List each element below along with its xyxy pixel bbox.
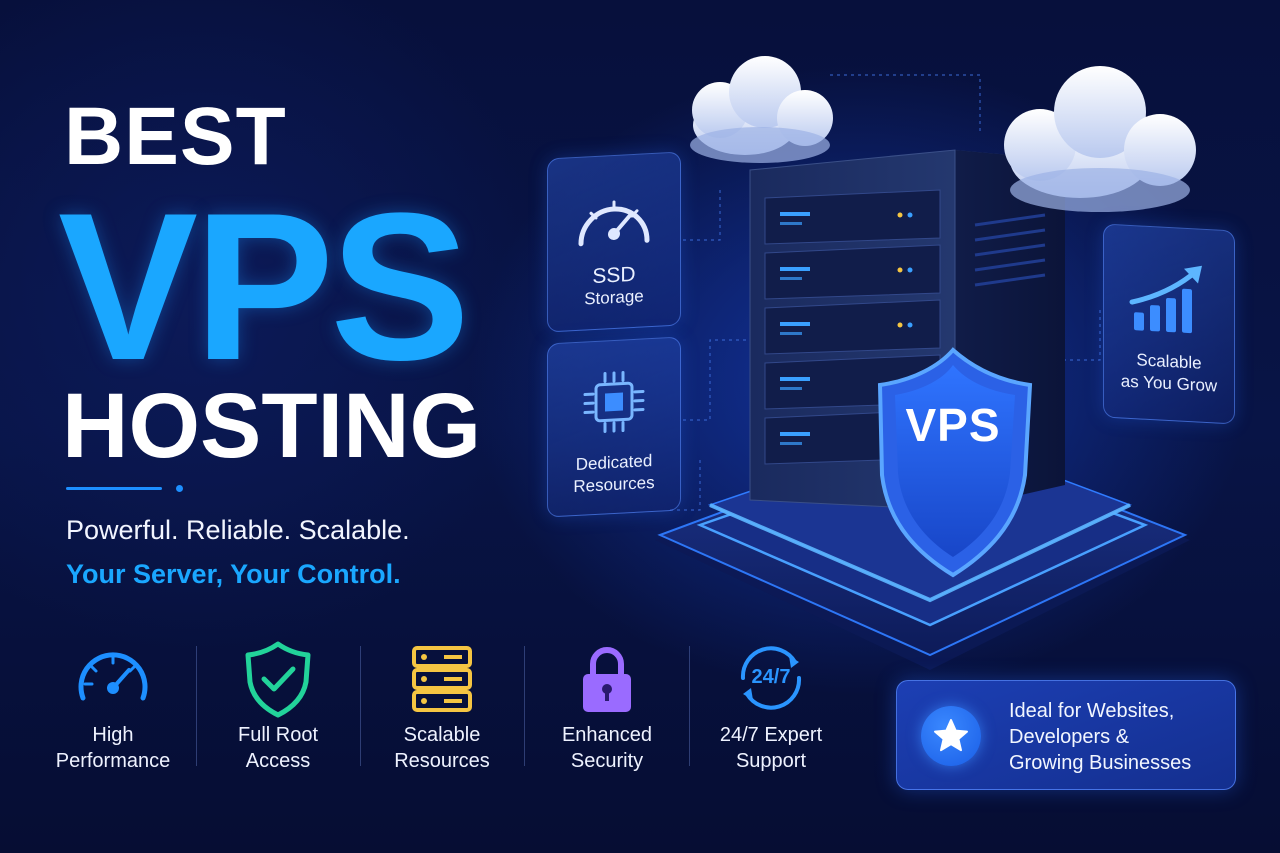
shield-check-icon bbox=[245, 641, 311, 718]
feature-security-line1: Enhanced bbox=[561, 724, 653, 746]
feature-root-line1: Full Root bbox=[237, 724, 319, 746]
headline-vps: VPS bbox=[58, 169, 470, 404]
feature-full-root-access: Full Root Access bbox=[198, 636, 358, 774]
feature-card-scalable: Scalable as You Grow bbox=[1103, 223, 1235, 425]
feature-high-performance-line1: High bbox=[92, 724, 134, 746]
growth-chart-icon bbox=[1129, 265, 1202, 334]
accent-divider-dot bbox=[176, 485, 183, 492]
padlock-icon bbox=[583, 647, 631, 712]
feature-scalable-line2: Resources bbox=[394, 750, 490, 772]
star-badge bbox=[921, 706, 981, 766]
tagline-primary: Powerful. Reliable. Scalable. bbox=[66, 515, 410, 545]
speedometer-icon bbox=[578, 200, 650, 247]
ideal-line1: Ideal for Websites, bbox=[1009, 700, 1175, 722]
feature-card-ssd-storage: SSD Storage bbox=[547, 151, 681, 333]
ideal-for-card: Ideal for Websites, Developers & Growing… bbox=[896, 680, 1236, 790]
headline-best: BEST bbox=[64, 91, 287, 182]
feature-security-line2: Security bbox=[570, 750, 644, 772]
cloud-right bbox=[1004, 66, 1196, 212]
tagline-secondary: Your Server, Your Control. bbox=[66, 559, 401, 589]
feature-enhanced-security: Enhanced Security bbox=[527, 636, 687, 774]
connector-lines bbox=[670, 74, 1101, 511]
feature-support-line1: 24/7 Expert bbox=[719, 724, 823, 746]
cpu-chip-icon bbox=[583, 371, 645, 433]
star-icon bbox=[934, 719, 968, 752]
feature-support-line2: Support bbox=[735, 750, 807, 772]
feature-divider bbox=[360, 646, 361, 766]
server-illustration bbox=[655, 56, 1196, 670]
headline-hosting: HOSTING bbox=[62, 375, 482, 477]
feature-root-line2: Access bbox=[245, 750, 311, 772]
shield-label: VPS bbox=[905, 399, 1001, 451]
feature-divider bbox=[524, 646, 525, 766]
support-247-badge: 24/7 bbox=[751, 666, 791, 688]
feature-card-dedicated-resources: Dedicated Resources bbox=[547, 336, 681, 518]
feature-scalable-line1: Scalable bbox=[403, 724, 481, 746]
cloud-left bbox=[690, 56, 833, 163]
accent-divider-line bbox=[66, 487, 162, 490]
feature-scalable-resources: Scalable Resources bbox=[362, 636, 522, 774]
ideal-line2: Developers & bbox=[1009, 726, 1130, 748]
feature-high-performance: High Performance bbox=[33, 636, 193, 774]
speedometer-icon bbox=[78, 652, 148, 701]
feature-expert-support: 24/7 24/7 Expert Support bbox=[691, 636, 851, 774]
feature-divider bbox=[196, 646, 197, 766]
feature-divider bbox=[689, 646, 690, 766]
feature-high-performance-line2: Performance bbox=[55, 750, 171, 772]
server-stack-icon bbox=[412, 646, 472, 712]
ideal-line3: Growing Businesses bbox=[1009, 752, 1192, 774]
support-247-icon bbox=[740, 646, 802, 710]
vps-shield-icon bbox=[877, 347, 1033, 578]
